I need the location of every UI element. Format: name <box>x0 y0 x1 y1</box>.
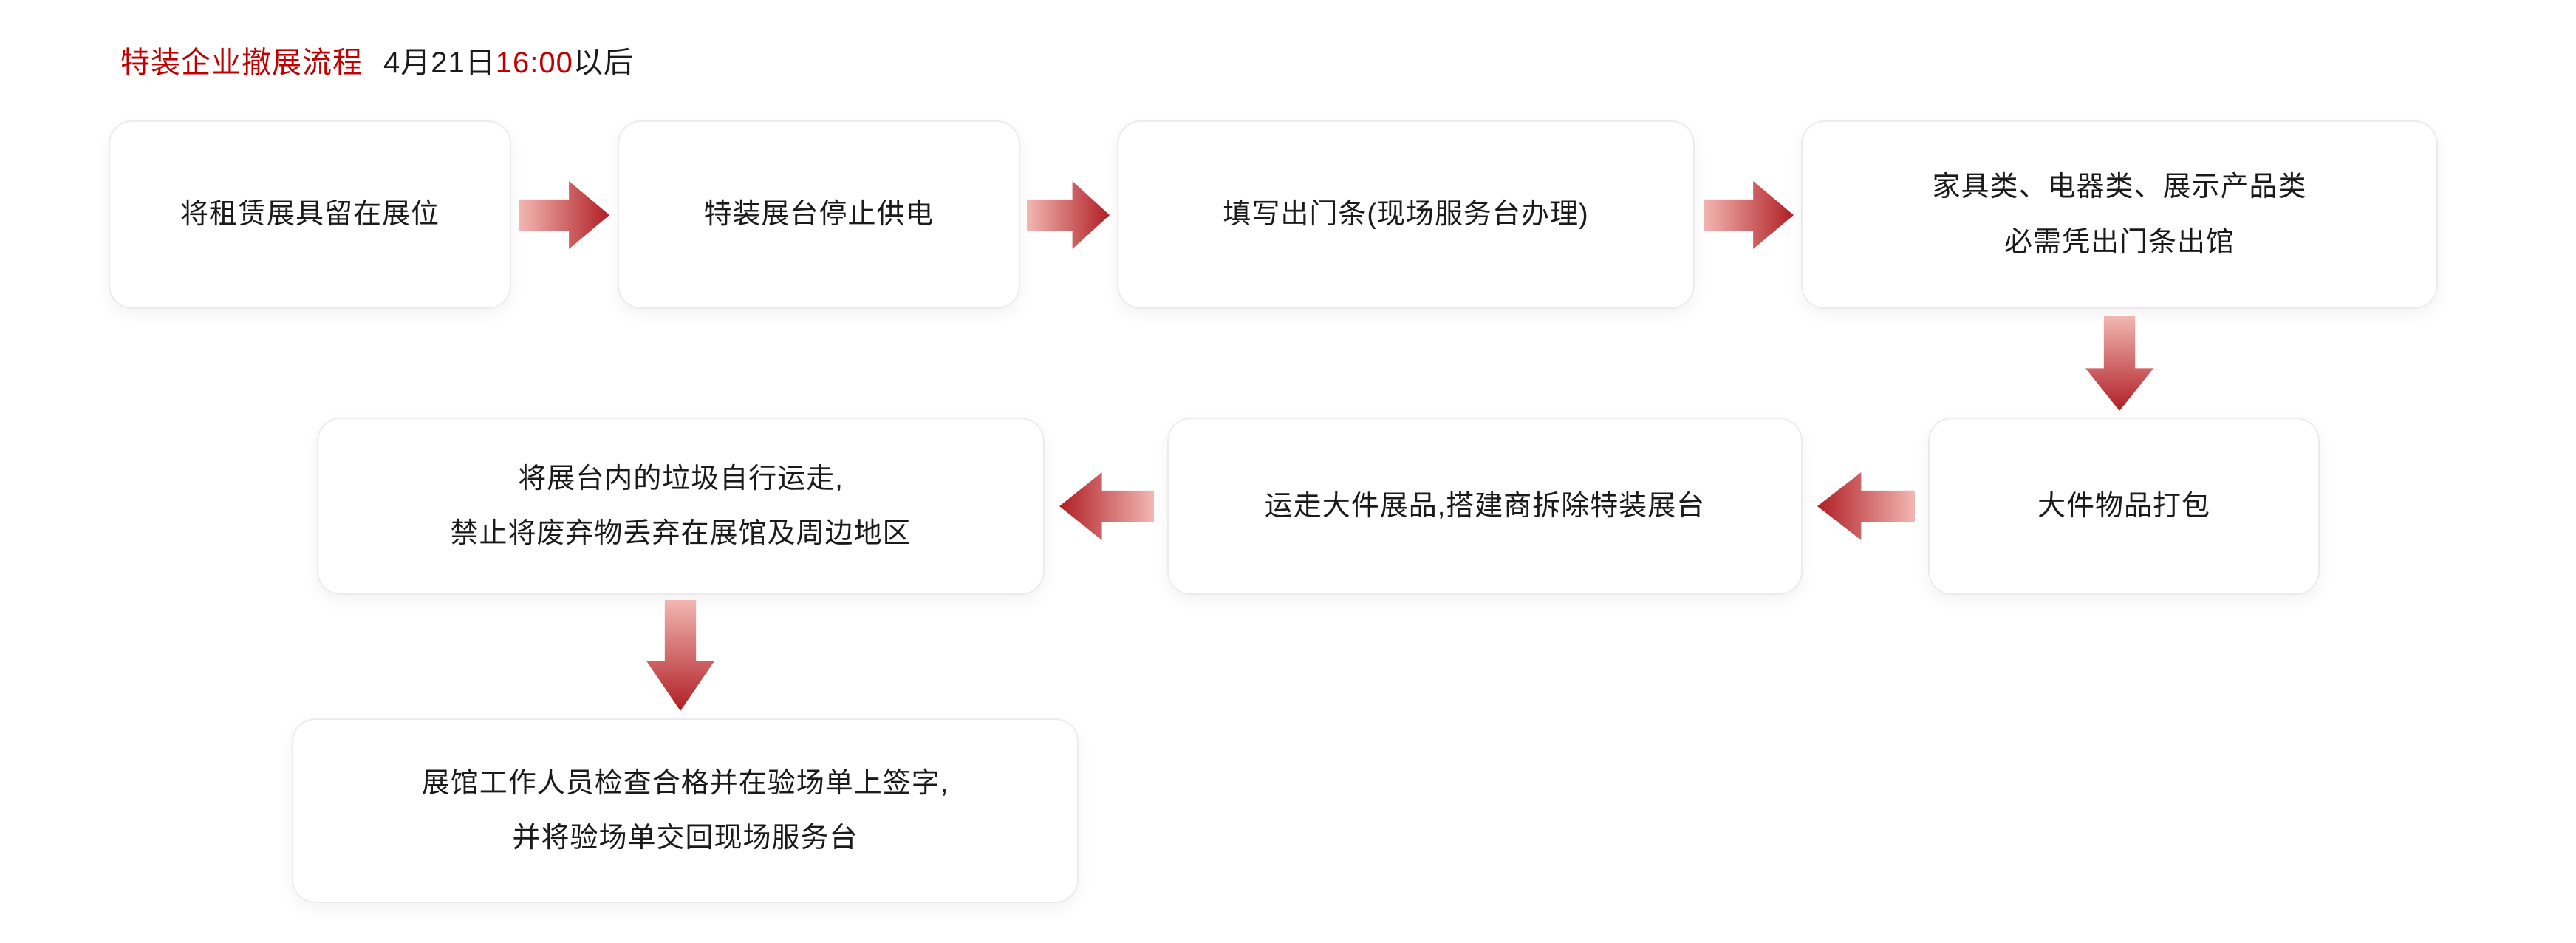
arrow-right-icon <box>1704 181 1794 249</box>
arrow-down-icon <box>646 600 714 711</box>
title-time: 16:00 <box>495 47 573 79</box>
flow-step-4: 家具类、电器类、展示产品类 必需凭出门条出馆 <box>1801 120 2438 309</box>
flow-step-7-line-2: 禁止将废弃物丢弃在展馆及周边地区 <box>450 518 912 549</box>
arrow-right-icon <box>1027 181 1110 249</box>
arrow-left-icon <box>1817 472 1915 540</box>
flow-step-1-line: 将租赁展具留在展位 <box>180 199 440 231</box>
arrow-down-icon <box>2085 316 2153 411</box>
flow-step-1: 将租赁展具留在展位 <box>109 120 511 309</box>
flow-step-4-line-1: 家具类、电器类、展示产品类 <box>1932 171 2307 203</box>
arrow-left-icon <box>1059 472 1154 540</box>
flow-step-5-line: 大件物品打包 <box>2037 490 2210 522</box>
flow-step-2-line: 特装展台停止供电 <box>703 199 935 231</box>
flow-step-3: 填写出门条(现场服务台办理) <box>1117 120 1695 309</box>
flow-step-7-line-1: 将展台内的垃圾自行运走, <box>518 463 844 494</box>
arrow-right-icon <box>519 181 609 249</box>
flow-step-2: 特装展台停止供电 <box>618 120 1020 309</box>
page-title: 特装企业撤展流程 4月21日16:00以后 <box>120 38 634 81</box>
flow-step-8: 展馆工作人员检查合格并在验场单上签字, 并将验场单交回现场服务台 <box>292 718 1079 903</box>
title-date-suffix: 以后 <box>573 47 634 79</box>
title-date-prefix: 4月21日 <box>383 47 496 79</box>
flow-step-6: 运走大件展品,搭建商拆除特装展台 <box>1167 418 1803 595</box>
title-main: 特装企业撤展流程 <box>120 47 363 79</box>
flow-step-6-line: 运走大件展品,搭建商拆除特装展台 <box>1264 490 1706 522</box>
flow-step-3-line: 填写出门条(现场服务台办理) <box>1223 199 1589 231</box>
flow-step-7: 将展台内的垃圾自行运走, 禁止将废弃物丢弃在展馆及周边地区 <box>317 418 1045 595</box>
flow-step-5: 大件物品打包 <box>1928 418 2320 595</box>
flow-step-8-line-2: 并将验场单交回现场服务台 <box>512 823 858 854</box>
flow-step-4-line-2: 必需凭出门条出馆 <box>2003 226 2235 258</box>
flow-step-8-line-1: 展馆工作人员检查合格并在验场单上签字, <box>421 767 949 799</box>
